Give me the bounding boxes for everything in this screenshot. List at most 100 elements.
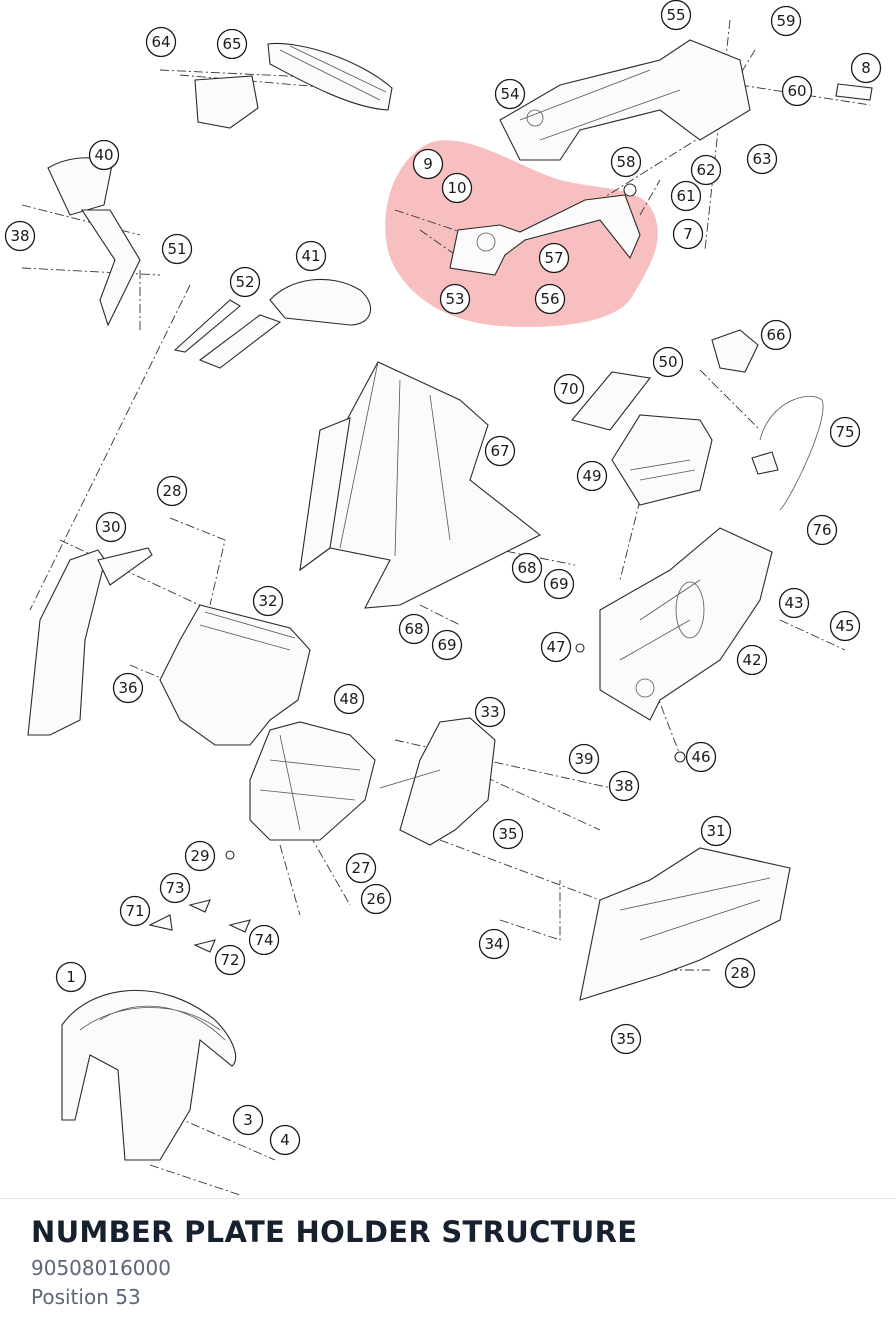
callout-number: 45 (835, 617, 854, 635)
callout-number: 42 (742, 651, 761, 669)
callout-number: 69 (549, 575, 568, 593)
callout-31: 31 (700, 815, 732, 847)
part-49-tray (571, 329, 824, 511)
part-position: Position 53 (31, 1285, 141, 1309)
part-31-side-fairing (579, 847, 791, 1001)
callout-number: 38 (614, 777, 633, 795)
callout-35: 35 (610, 1023, 642, 1055)
callout-53: 53 (439, 283, 471, 315)
small-parts (148, 643, 686, 953)
callout-number: 30 (101, 518, 120, 536)
callout-number: 56 (540, 290, 559, 308)
callout-number: 49 (582, 467, 601, 485)
callout-54: 54 (494, 78, 526, 110)
callout-32: 32 (252, 585, 284, 617)
callout-36: 36 (112, 672, 144, 704)
part-33-bracket (379, 717, 496, 846)
callout-number: 35 (498, 825, 517, 843)
callout-71: 71 (119, 895, 151, 927)
callout-34: 34 (478, 928, 510, 960)
callout-number: 41 (301, 247, 320, 265)
part-42-rear-structure (599, 527, 773, 721)
callout-57: 57 (538, 242, 570, 274)
callout-number: 33 (480, 703, 499, 721)
callout-45: 45 (829, 610, 861, 642)
callout-number: 58 (616, 153, 635, 171)
callout-47: 47 (540, 631, 572, 663)
callout-58: 58 (610, 146, 642, 178)
callout-number: 68 (404, 620, 423, 638)
callout-number: 34 (484, 935, 503, 953)
callout-number: 61 (676, 187, 695, 205)
callout-48: 48 (333, 683, 365, 715)
callout-number: 4 (280, 1131, 290, 1149)
callout-8: 8 (850, 52, 882, 84)
callout-75: 75 (829, 416, 861, 448)
part-1-fender (61, 989, 237, 1161)
callout-68: 68 (398, 613, 430, 645)
callout-38: 38 (4, 220, 36, 252)
callout-76: 76 (806, 514, 838, 546)
callout-number: 26 (366, 890, 385, 908)
callout-51: 51 (161, 233, 193, 265)
callout-number: 8 (861, 59, 871, 77)
callout-69: 69 (431, 629, 463, 661)
callout-68: 68 (511, 552, 543, 584)
callout-67: 67 (484, 435, 516, 467)
callout-number: 60 (787, 82, 806, 100)
callout-number: 57 (544, 249, 563, 267)
callout-number: 31 (706, 822, 725, 840)
callout-69: 69 (543, 568, 575, 600)
callout-66: 66 (760, 319, 792, 351)
callout-labels: 1347891026272828293031323334353536383839… (4, 0, 882, 1156)
callout-38: 38 (608, 770, 640, 802)
callout-64: 64 (145, 26, 177, 58)
callout-52: 52 (229, 266, 261, 298)
exploded-parts-diagram: 1347891026272828293031323334353536383839… (4, 0, 882, 1196)
callout-number: 59 (776, 12, 795, 30)
callout-number: 54 (500, 85, 519, 103)
callout-55: 55 (660, 0, 692, 31)
callout-26: 26 (360, 883, 392, 915)
callout-number: 73 (165, 879, 184, 897)
callout-number: 63 (752, 150, 771, 168)
callout-27: 27 (345, 852, 377, 884)
callout-number: 1 (66, 968, 76, 986)
callout-number: 10 (447, 179, 466, 197)
callout-73: 73 (159, 872, 191, 904)
callout-72: 72 (214, 944, 246, 976)
callout-62: 62 (690, 154, 722, 186)
callout-number: 32 (258, 592, 277, 610)
part-48-headlight-frame (249, 721, 376, 841)
callout-number: 51 (167, 240, 186, 258)
part-title: NUMBER PLATE HOLDER STRUCTURE (31, 1215, 638, 1249)
callout-number: 43 (784, 594, 803, 612)
part-54-frame (499, 39, 873, 161)
callout-number: 28 (730, 964, 749, 982)
callout-number: 39 (574, 750, 593, 768)
callout-59: 59 (770, 5, 802, 37)
callout-28: 28 (724, 957, 756, 989)
callout-number: 40 (94, 146, 113, 164)
callout-46: 46 (685, 741, 717, 773)
callout-number: 66 (766, 326, 785, 344)
callout-number: 72 (220, 951, 239, 969)
callout-39: 39 (568, 743, 600, 775)
callout-number: 47 (546, 638, 565, 656)
part-30-side-panel (27, 547, 153, 736)
callout-number: 64 (151, 33, 170, 51)
part-40-bracket (47, 157, 141, 327)
callout-4: 4 (269, 1124, 301, 1156)
callout-1: 1 (55, 961, 87, 993)
callout-42: 42 (736, 644, 768, 676)
callout-number: 46 (691, 748, 710, 766)
callout-7: 7 (672, 218, 704, 250)
callout-65: 65 (216, 28, 248, 60)
part-65-grip (194, 42, 393, 129)
callout-61: 61 (670, 180, 702, 212)
part-32-bracket (159, 604, 311, 746)
callout-70: 70 (553, 373, 585, 405)
callout-number: 70 (559, 380, 578, 398)
callout-49: 49 (576, 460, 608, 492)
callout-number: 55 (666, 6, 685, 24)
